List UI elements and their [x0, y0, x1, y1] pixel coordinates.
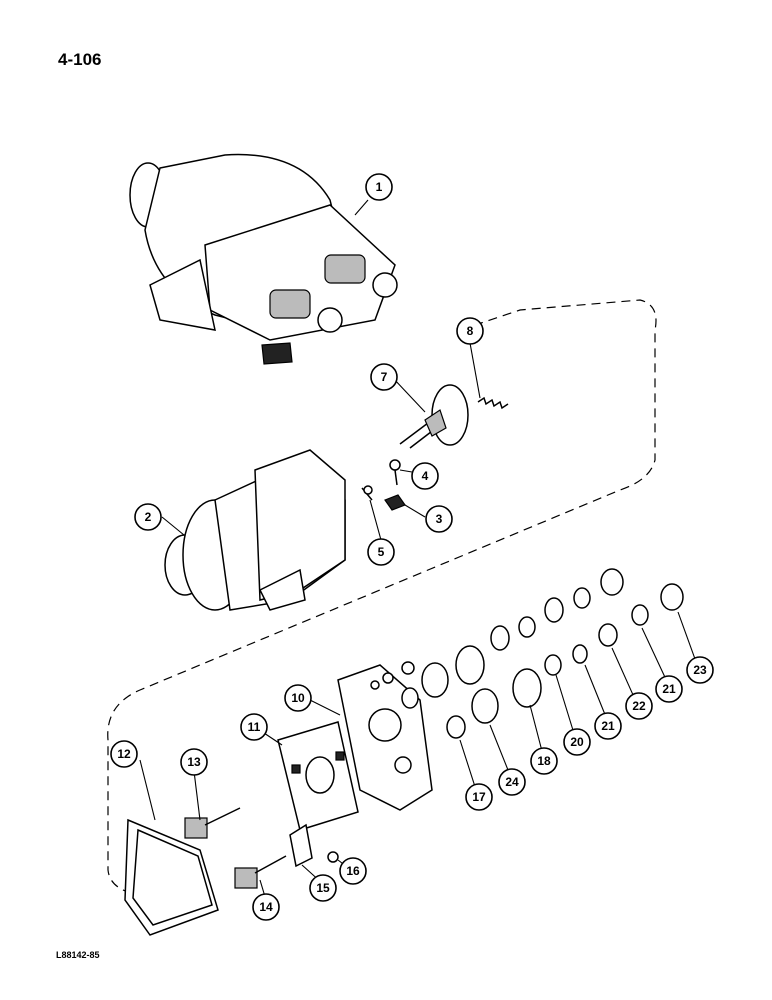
callout-label: 22	[632, 699, 646, 713]
screw-5	[361, 485, 373, 501]
callout-label: 7	[381, 370, 388, 384]
callout-11: 11	[240, 713, 268, 741]
bolt-13	[184, 807, 241, 839]
callout-15: 15	[309, 874, 337, 902]
clip-3	[384, 494, 406, 511]
callout-23: 23	[686, 656, 714, 684]
callout-5: 5	[367, 538, 395, 566]
callout-8: 8	[456, 317, 484, 345]
callout-21b: 21	[655, 675, 683, 703]
solenoid-body	[164, 449, 346, 611]
bolt-14	[234, 855, 287, 889]
callout-label: 24	[505, 775, 519, 789]
callout-12: 12	[110, 740, 138, 768]
callout-label: 13	[187, 755, 201, 769]
callout-7: 7	[370, 363, 398, 391]
page-number: 4-106	[58, 50, 102, 69]
callout-1: 1	[365, 173, 393, 201]
callout-16: 16	[339, 857, 367, 885]
callout-label: 20	[570, 735, 584, 749]
plunger-plate	[399, 384, 469, 449]
callout-4: 4	[411, 462, 439, 490]
callout-label: 8	[467, 324, 474, 338]
callout-21: 21	[594, 712, 622, 740]
washer-nut-stack	[370, 568, 684, 739]
callout-17: 17	[465, 783, 493, 811]
callout-label: 21	[662, 682, 676, 696]
illustration-reference-code: L88142-85	[56, 950, 100, 960]
callout-label: 1	[376, 180, 383, 194]
callout-2: 2	[134, 503, 162, 531]
callout-label: 15	[316, 881, 330, 895]
callout-label: 16	[346, 864, 360, 878]
callout-label: 11	[248, 720, 261, 734]
callout-20: 20	[563, 728, 591, 756]
callout-14: 14	[252, 893, 280, 921]
callout-label: 18	[537, 754, 551, 768]
screw-16	[327, 851, 339, 863]
callout-22: 22	[625, 692, 653, 720]
cover	[124, 818, 219, 936]
screw-4	[389, 459, 401, 486]
callout-label: 4	[422, 469, 429, 483]
callout-label: 14	[259, 900, 273, 914]
callout-18: 18	[530, 747, 558, 775]
callout-label: 21	[601, 719, 615, 733]
callout-label: 12	[117, 747, 131, 761]
spring	[477, 396, 509, 410]
callout-label: 3	[436, 512, 443, 526]
bracket-15	[289, 823, 313, 868]
callout-24: 24	[498, 768, 526, 796]
gasket	[277, 721, 359, 831]
callout-10: 10	[284, 684, 312, 712]
callout-label: 5	[378, 545, 385, 559]
callout-label: 2	[145, 510, 152, 524]
callout-label: 17	[472, 790, 486, 804]
callout-label: 10	[291, 691, 305, 705]
callout-label: 23	[693, 663, 707, 677]
callout-3: 3	[425, 505, 453, 533]
solenoid-assembly	[129, 153, 398, 365]
callout-13: 13	[180, 748, 208, 776]
